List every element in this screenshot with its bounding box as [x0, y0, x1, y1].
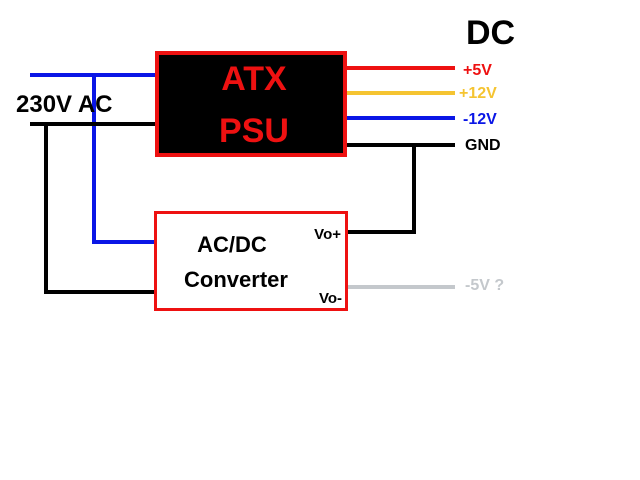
acdc-converter-box	[154, 211, 348, 311]
output-label-minus12v: -12V	[463, 111, 497, 128]
output-label-plus5v: +5V	[463, 62, 492, 79]
dc-output-wiring	[347, 66, 455, 289]
wire-gnd-to-vo-plus	[348, 145, 416, 234]
psu-label-line1: ATX	[221, 60, 287, 98]
atx-psu-box	[155, 51, 347, 157]
psu-label-line2: PSU	[219, 112, 289, 150]
vo-minus-label: Vo-	[319, 290, 342, 307]
dc-header-label: DC	[466, 14, 515, 52]
atx-psu-block: ATX PSU	[155, 51, 347, 157]
converter-label-line1: AC/DC	[197, 232, 267, 257]
ac-input-wiring	[30, 73, 155, 294]
output-label-plus12v: +12V	[459, 85, 497, 102]
output-label-gnd: GND	[465, 137, 501, 154]
ac-live-branch-wire	[92, 75, 155, 244]
output-label-minus5v: -5V ?	[465, 277, 504, 294]
ac-input-label: 230V AC	[16, 91, 113, 118]
acdc-converter-block: AC/DC Converter Vo+ Vo-	[154, 211, 348, 311]
ac-neutral-branch-wire	[44, 124, 155, 294]
converter-label-line2: Converter	[184, 267, 288, 292]
vo-plus-label: Vo+	[314, 226, 341, 243]
